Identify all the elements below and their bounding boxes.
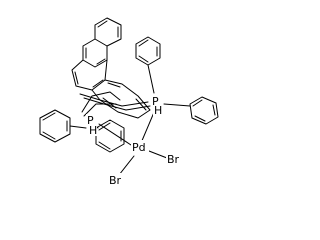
atom-br-lower: Br xyxy=(108,173,125,187)
chemical-structure: P H P H Pd Br Br xyxy=(39,17,219,187)
lower-phenyl-ring xyxy=(92,119,125,153)
atom-h-right: H xyxy=(153,104,162,117)
atom-br-right: Br xyxy=(166,152,183,166)
atom-br-lower-label: Br xyxy=(109,174,122,187)
atom-p-left: P xyxy=(86,114,96,127)
atom-p-right-label: P xyxy=(152,95,159,108)
pd-bonds xyxy=(98,109,168,176)
atom-h-right-label: H xyxy=(154,104,162,117)
left-phenyl-ring xyxy=(39,109,87,143)
atom-h-left-label: H xyxy=(89,124,97,137)
naphthalene-backbone xyxy=(71,17,122,91)
atom-pd: Pd xyxy=(131,140,149,154)
atom-br-right-label: Br xyxy=(167,153,180,166)
atom-p-left-label: P xyxy=(87,114,94,127)
atom-p-right: P xyxy=(151,95,161,108)
biaryl-ring xyxy=(79,79,151,119)
upper-right-phenyl-ring xyxy=(135,36,161,94)
atom-h-left: H xyxy=(88,124,97,137)
left-p-ring-fragment xyxy=(81,91,121,117)
atom-pd-label: Pd xyxy=(132,141,146,154)
right-phenyl-ring xyxy=(163,96,219,125)
